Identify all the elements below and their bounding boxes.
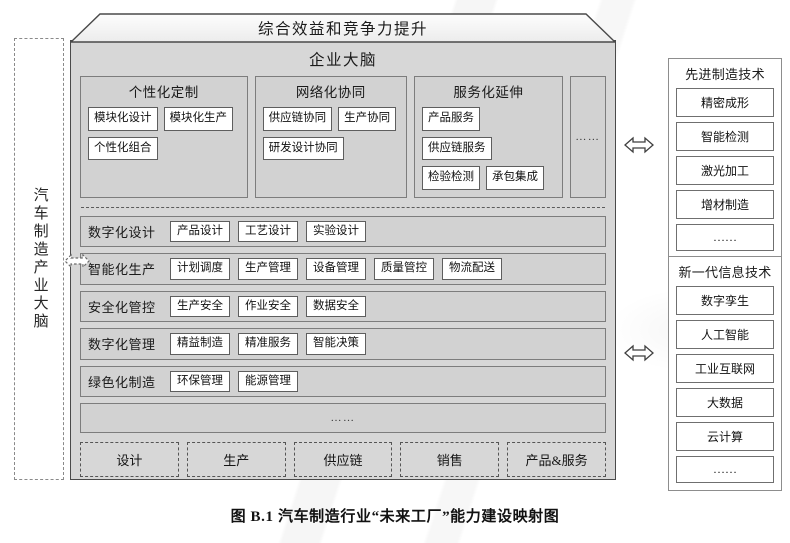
capability-item[interactable]: 模块化设计 (88, 107, 158, 131)
capability-row-item[interactable]: 生产安全 (170, 295, 230, 317)
enterprise-brain-container: 企业大脑 个性化定制 模块化设计 模块化生产 个性化组合 网络化协同 供应链协同… (70, 40, 616, 480)
capability-row-item[interactable]: 精益制造 (170, 333, 230, 355)
technology-item-more[interactable]: …… (676, 224, 774, 251)
value-chain-stage[interactable]: 生产 (186, 442, 286, 477)
capability-row-item[interactable]: 物流配送 (442, 258, 502, 280)
capability-row-item[interactable]: 环保管理 (170, 370, 230, 392)
technology-panel-new-generation-it: 新一代信息技术 数字孪生 人工智能 工业互联网 大数据 云计算 …… (668, 256, 782, 491)
technology-panel-title: 先进制造技术 (685, 67, 765, 82)
capability-row-item[interactable]: 工艺设计 (238, 220, 298, 242)
capability-row-item[interactable]: 实验设计 (306, 220, 366, 242)
technology-item-more[interactable]: …… (676, 456, 774, 483)
capability-row-label: 数字化管理 (88, 337, 156, 353)
technology-item[interactable]: 增材制造 (676, 190, 774, 219)
capability-row-item[interactable]: 产品设计 (170, 220, 230, 242)
capability-item[interactable]: 检验检测 (422, 166, 481, 190)
capability-row[interactable]: 智能化生产 计划调度 生产管理 设备管理 质量管控 物流配送 (80, 253, 606, 285)
ellipsis-text: …… (575, 130, 601, 143)
technology-item[interactable]: 数字孪生 (676, 286, 774, 315)
capability-group-title: 服务化延伸 (453, 85, 524, 100)
value-chain-stage[interactable]: 销售 (400, 442, 500, 477)
technology-item[interactable]: 激光加工 (676, 156, 774, 185)
capability-group-more[interactable]: …… (569, 76, 606, 198)
capability-row-item[interactable]: 质量管控 (374, 258, 434, 280)
figure-caption: 图 B.1 汽车制造行业“未来工厂”能力建设映射图 (230, 509, 560, 525)
capability-group-card[interactable]: 网络化协同 供应链协同 生产协同 研发设计协同 (254, 76, 408, 198)
capability-row[interactable]: 数字化管理 精益制造 精准服务 智能决策 (80, 328, 606, 360)
capability-item[interactable]: 供应链协同 (262, 107, 333, 131)
capability-item[interactable]: 供应链服务 (422, 136, 492, 160)
capability-row-item[interactable]: 智能决策 (306, 333, 366, 355)
capability-row-item[interactable]: 精准服务 (238, 333, 298, 355)
industry-brain-label-box: 汽车制造产业大脑 (14, 38, 64, 480)
capability-row-item[interactable]: 数据安全 (306, 295, 366, 317)
capability-row-label: 智能化生产 (88, 262, 156, 278)
technology-item[interactable]: 云计算 (676, 422, 774, 451)
capability-item[interactable]: 生产协同 (338, 107, 397, 131)
capability-row-item[interactable]: 生产管理 (238, 258, 298, 280)
enterprise-brain-title: 企业大脑 (308, 52, 377, 69)
capability-group-title: 个性化定制 (128, 85, 199, 100)
capability-item[interactable]: 模块化生产 (163, 107, 233, 131)
capability-group-card[interactable]: 个性化定制 模块化设计 模块化生产 个性化组合 (80, 76, 248, 198)
capability-item[interactable]: 个性化组合 (88, 136, 158, 160)
technology-panel-advanced-manufacturing: 先进制造技术 精密成形 智能检测 激光加工 增材制造 …… (668, 58, 782, 259)
technology-panel-title: 新一代信息技术 (678, 265, 772, 280)
capability-row[interactable]: 绿色化制造 环保管理 能源管理 (80, 365, 606, 397)
capability-row-item[interactable]: 设备管理 (306, 258, 366, 280)
capability-item-list: 产品服务 供应链服务 检验检测 承包集成 (422, 107, 555, 190)
banner-title: 综合效益和竞争力提升 (257, 20, 428, 38)
capability-row-item[interactable]: 能源管理 (238, 370, 298, 392)
value-chain-stage[interactable]: 设计 (80, 442, 179, 477)
value-chain-row: 设计 生产 供应链 销售 产品&服务 (71, 433, 615, 477)
industry-brain-label-text: 汽车制造产业大脑 (31, 187, 48, 331)
double-arrow-icon (622, 130, 656, 160)
technology-item[interactable]: 工业互联网 (676, 354, 774, 383)
value-chain-stage[interactable]: 供应链 (293, 442, 393, 477)
capability-row-more[interactable]: …… (80, 403, 606, 433)
capability-item[interactable]: 研发设计协同 (262, 136, 344, 160)
capability-row-item[interactable]: 作业安全 (238, 295, 298, 317)
capability-item-list: 模块化设计 模块化生产 个性化组合 (88, 107, 240, 160)
capability-row-list: 数字化设计 产品设计 工艺设计 实验设计 智能化生产 计划调度 生产管理 设备管… (71, 215, 615, 433)
capability-item[interactable]: 承包集成 (486, 166, 545, 190)
value-chain-stage[interactable]: 产品&服务 (507, 442, 606, 477)
capability-row[interactable]: 数字化设计 产品设计 工艺设计 实验设计 (80, 215, 606, 247)
capability-row[interactable]: 安全化管控 生产安全 作业安全 数据安全 (80, 290, 606, 322)
capability-group-title: 网络化协同 (295, 85, 366, 100)
capability-row-item[interactable]: 计划调度 (170, 258, 230, 280)
banner-shape (69, 13, 617, 43)
capability-row-label: 绿色化制造 (88, 374, 156, 390)
capability-group-card[interactable]: 服务化延伸 产品服务 供应链服务 检验检测 承包集成 (414, 76, 563, 198)
capability-row-label: 数字化设计 (88, 224, 156, 240)
technology-item[interactable]: 智能检测 (676, 122, 774, 151)
double-arrow-icon (622, 338, 656, 368)
ellipsis-text: …… (330, 412, 356, 424)
technology-item[interactable]: 大数据 (676, 388, 774, 417)
capability-row-label: 安全化管控 (88, 299, 156, 315)
capability-group-row: 个性化定制 模块化设计 模块化生产 个性化组合 网络化协同 供应链协同 生产协同… (71, 76, 615, 198)
technology-item[interactable]: 人工智能 (676, 320, 774, 349)
capability-item[interactable]: 产品服务 (422, 107, 481, 131)
dashed-double-arrow-icon (62, 248, 92, 274)
section-divider (81, 206, 605, 208)
technology-item[interactable]: 精密成形 (676, 88, 774, 117)
capability-item-list: 供应链协同 生产协同 研发设计协同 (262, 107, 399, 160)
